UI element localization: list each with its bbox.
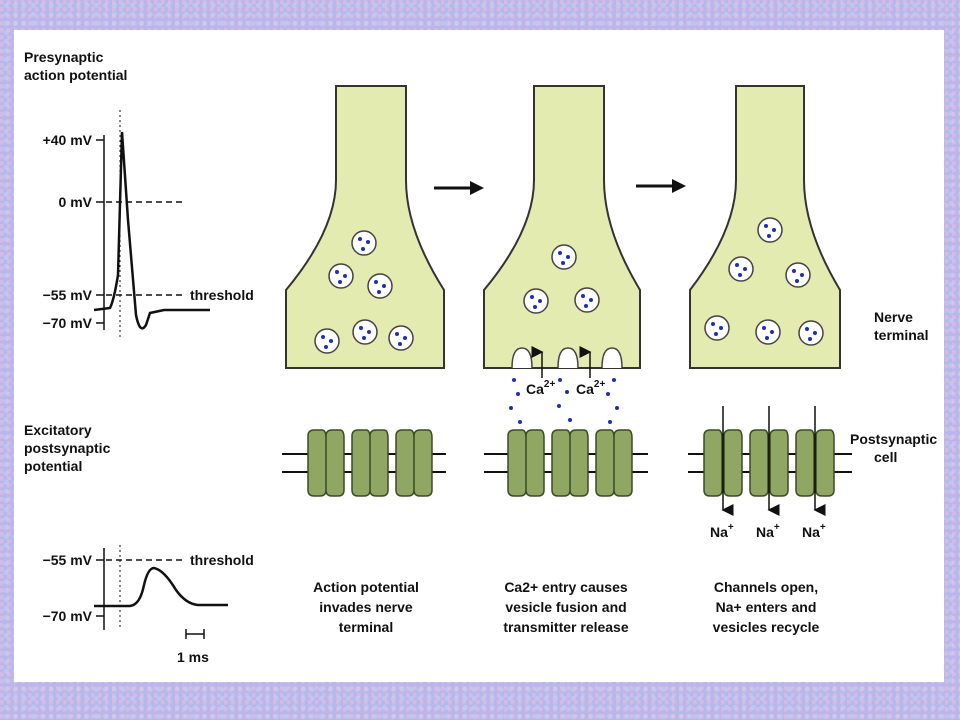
nerve-terminal-label-line2: terminal (874, 327, 928, 343)
caption-stage-3: Channels open, Na+ enters and vesicles r… (713, 579, 820, 635)
fusing-vesicle (601, 347, 623, 369)
caption-2-line1: Ca2+ entry causes (504, 579, 628, 595)
diagram-panel: Presynaptic action potential +40 mV 0 mV… (14, 30, 944, 682)
caption-3-line1: Channels open, (714, 579, 818, 595)
vesicle (704, 315, 730, 341)
ion-channel (395, 429, 433, 497)
caption-3-line3: vesicles recycle (713, 619, 820, 635)
na-label-1: Na+ (710, 522, 734, 540)
epsp-tick-minus70: −70 mV (43, 608, 93, 624)
postsynaptic-label-line1: Postsynaptic (850, 431, 937, 447)
caption-3-line2: Na+ enters and (716, 599, 817, 615)
caption-1-line3: terminal (339, 619, 393, 635)
vesicle (798, 320, 824, 346)
vesicle (388, 325, 414, 351)
na-label-3: Na+ (802, 522, 826, 540)
vesicle (351, 230, 377, 256)
vesicle (757, 217, 783, 243)
vesicle (352, 319, 378, 345)
caption-stage-2: Ca2+ entry causes vesicle fusion and tra… (503, 579, 629, 635)
vesicle (523, 288, 549, 314)
epsp-title-line1: Excitatory (24, 422, 92, 438)
nerve-terminal-label-line1: Nerve (874, 309, 913, 325)
fusing-vesicle (511, 347, 533, 369)
fusing-vesicle (557, 347, 579, 369)
nerve-terminal-3 (689, 85, 841, 369)
pre-tick-plus40: +40 mV (43, 132, 93, 148)
epsp-tick-minus55: −55 mV (43, 552, 93, 568)
right-arrow-icon (636, 179, 686, 193)
caption-2-line2: vesicle fusion and (505, 599, 626, 615)
ion-channel (703, 429, 743, 497)
pre-threshold-label: threshold (190, 287, 254, 303)
ion-channel (351, 429, 389, 497)
caption-1-line1: Action potential (313, 579, 419, 595)
nerve-terminal-1 (285, 85, 445, 369)
na-label-2: Na+ (756, 522, 780, 540)
epsp-title-line2: postsynaptic (24, 440, 111, 456)
action-potential-trace (93, 131, 210, 330)
ion-channel (749, 429, 789, 497)
presynaptic-title-line2: action potential (24, 67, 127, 83)
vesicle (785, 262, 811, 288)
caption-1-line2: invades nerve (319, 599, 413, 615)
ion-channel (551, 429, 589, 497)
pre-tick-minus55: −55 mV (43, 287, 93, 303)
ion-channel (507, 429, 545, 497)
vesicle (574, 287, 600, 313)
ca-label-1: Ca2+ (526, 379, 555, 397)
synapse-diagram: Presynaptic action potential +40 mV 0 mV… (24, 49, 937, 665)
pre-tick-0: 0 mV (59, 194, 93, 210)
ca-label-2: Ca2+ (576, 379, 605, 397)
vesicle (755, 319, 781, 345)
vesicle (314, 328, 340, 354)
presynaptic-title-line1: Presynaptic (24, 49, 104, 65)
vesicle (367, 273, 393, 299)
nerve-terminal-2 (483, 85, 641, 378)
postsynaptic-label-line2: cell (874, 449, 897, 465)
ion-channel (595, 429, 633, 497)
vesicle (728, 256, 754, 282)
right-arrow-icon (434, 181, 484, 195)
ion-channel (307, 429, 345, 497)
transmitter-dots (509, 378, 620, 437)
ion-channel (795, 429, 835, 497)
epsp-trace (94, 566, 228, 608)
caption-2-line3: transmitter release (503, 619, 629, 635)
caption-stage-1: Action potential invades nerve terminal (313, 579, 419, 635)
vesicle (551, 244, 577, 270)
epsp-threshold-label: threshold (190, 552, 254, 568)
scale-bar-label: 1 ms (177, 649, 209, 665)
pre-tick-minus70: −70 mV (43, 315, 93, 331)
epsp-title-line3: potential (24, 458, 82, 474)
vesicle (328, 263, 354, 289)
